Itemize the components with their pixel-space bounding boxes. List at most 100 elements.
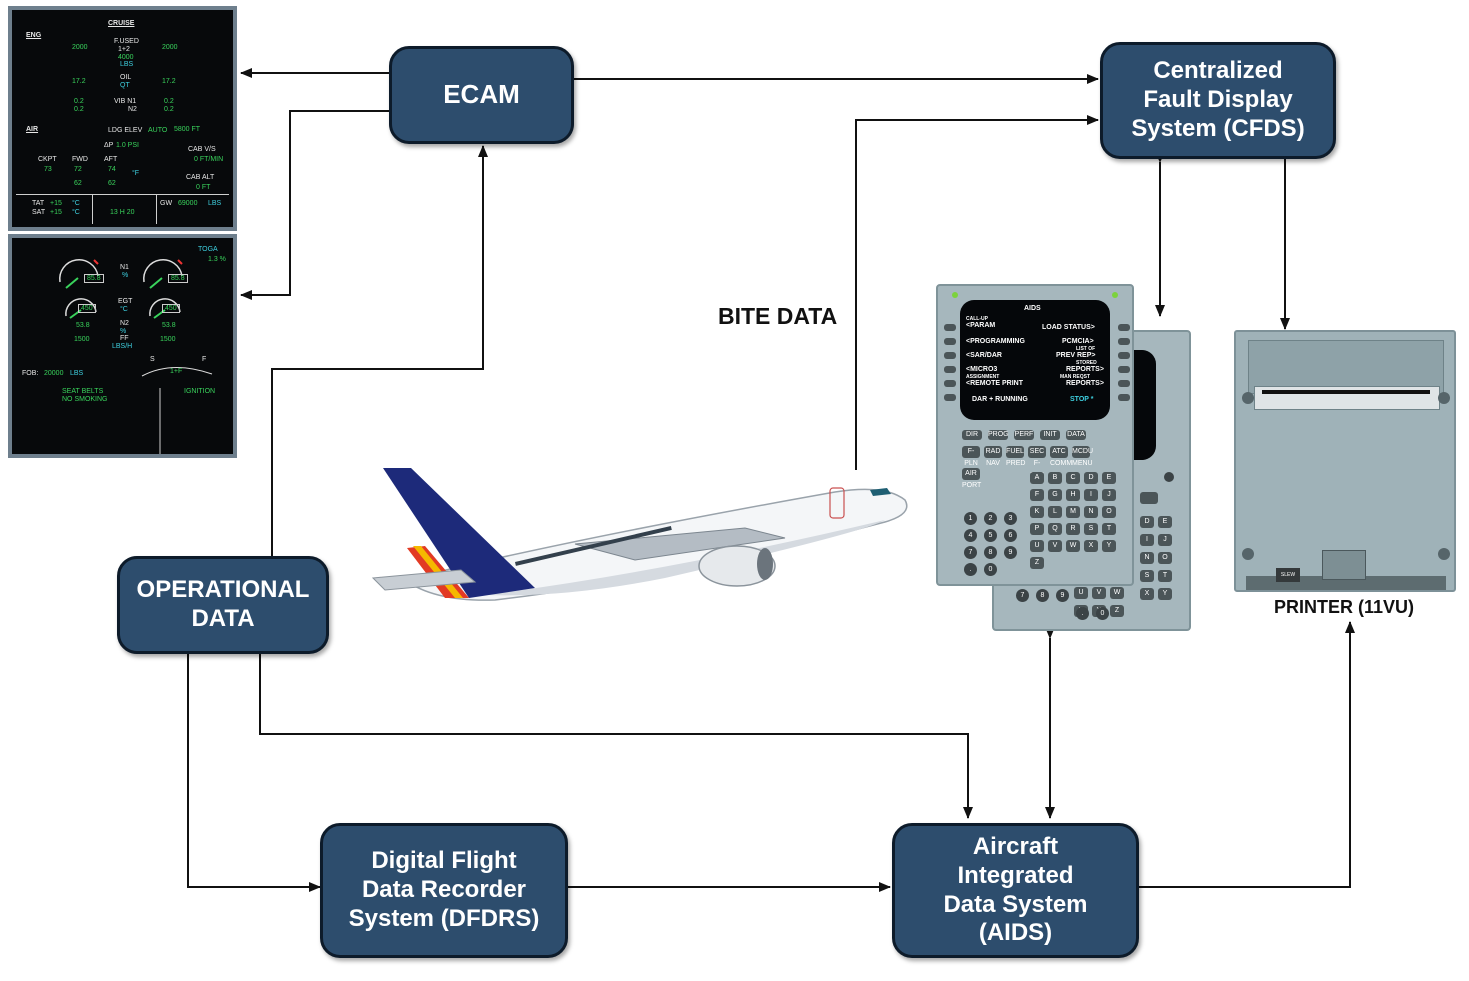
mcdu-lsk-left-5[interactable] [944, 380, 956, 387]
mcdu-back-key-d[interactable]: D [1140, 516, 1154, 528]
egt-right-value: 450 [162, 304, 180, 313]
printer-latch[interactable] [1322, 550, 1366, 580]
mcdu-key-sec-f-pln[interactable]: SEC F-PLN [1028, 446, 1046, 479]
mcdu-lsk-left-6[interactable] [944, 394, 956, 401]
mcdu-key-f[interactable]: F [1030, 489, 1044, 501]
mcdu-back-key-x[interactable]: X [1140, 588, 1154, 600]
fob-value: 20000 [44, 370, 64, 377]
printer-slew-button[interactable]: SLEW [1276, 568, 1300, 582]
mcdu-back-key-o[interactable]: O [1158, 552, 1172, 564]
mcdu-back-digit-0[interactable]: 0 [1096, 607, 1109, 620]
mcdu-back-key-y[interactable]: Y [1158, 588, 1172, 600]
mcdu-key-digit-3[interactable]: 3 [1004, 512, 1017, 525]
n2-unit: % [120, 328, 127, 335]
mcdu-key-data[interactable]: DATA [1066, 430, 1086, 440]
mcdu-back-key-n[interactable]: N [1140, 552, 1154, 564]
mcdu-key-u[interactable]: U [1030, 540, 1044, 552]
mcdu-lsk-right-6[interactable] [1118, 394, 1130, 401]
mcdu-key-digit-dot[interactable]: . [964, 563, 977, 576]
mcdu-key-s[interactable]: S [1084, 523, 1098, 535]
mcdu-key-j[interactable]: J [1102, 489, 1116, 501]
mcdu-back-key-t[interactable]: T [1158, 570, 1172, 582]
mcdu-key-h[interactable]: H [1066, 489, 1080, 501]
mcdu-key-digit-9[interactable]: 9 [1004, 546, 1017, 559]
mcdu-lsk-right-3[interactable] [1118, 352, 1130, 359]
mcdu-key-k[interactable]: K [1030, 506, 1044, 518]
mcdu-lsk-right-1[interactable] [1118, 324, 1130, 331]
mcdu-left-6: ASSIGNMENT [966, 374, 1000, 380]
mcdu-key-m[interactable]: M [1066, 506, 1080, 518]
mcdu-key-digit-5[interactable]: 5 [984, 529, 997, 542]
mcdu-key-perf[interactable]: PERF [1014, 430, 1034, 440]
mcdu-key-g[interactable]: G [1048, 489, 1062, 501]
mcdu-lsk-right-2[interactable] [1118, 338, 1130, 345]
mcdu-key-digit-4[interactable]: 4 [964, 529, 977, 542]
mcdu-key-o[interactable]: O [1102, 506, 1116, 518]
mcdu-key-d[interactable]: D [1084, 472, 1098, 484]
slat-label: S [150, 356, 155, 363]
ff-unit: LBS/H [112, 343, 133, 350]
dfdrs-box-label: Digital Flight Data Recorder System (DFD… [348, 847, 540, 932]
mcdu-key-i[interactable]: I [1084, 489, 1098, 501]
mcdu-key-e[interactable]: E [1102, 472, 1116, 484]
mcdu-key-prog[interactable]: PROG [988, 430, 1009, 440]
ecam-dp-value: 1.0 PSI [116, 142, 139, 149]
mcdu-lsk-right-5[interactable] [1118, 380, 1130, 387]
mcdu-lsk-right-4[interactable] [1118, 366, 1130, 373]
mcdu-key-t[interactable]: T [1102, 523, 1116, 535]
mcdu-lsk-left-3[interactable] [944, 352, 956, 359]
n2-right-value: 53.8 [162, 322, 176, 329]
mcdu-key-a[interactable]: A [1030, 472, 1044, 484]
mcdu-key-digit-7[interactable]: 7 [964, 546, 977, 559]
mcdu-back-brt-knob[interactable] [1164, 472, 1174, 482]
mcdu-back-key-s[interactable]: S [1140, 570, 1154, 582]
mcdu-key-z[interactable]: Z [1030, 557, 1044, 569]
mcdu-key-r[interactable]: R [1066, 523, 1080, 535]
mcdu-back-key-bottom-z[interactable]: Z [1110, 605, 1124, 617]
mcdu-key-f-pln[interactable]: F-PLN [962, 446, 980, 467]
mcdu-back-key-bottom-w[interactable]: W [1110, 587, 1124, 599]
mcdu-lsk-left-2[interactable] [944, 338, 956, 345]
mcdu-key-digit-0[interactable]: 0 [984, 563, 997, 576]
mcdu-key-digit-8[interactable]: 8 [984, 546, 997, 559]
mcdu-key-init[interactable]: INIT [1040, 430, 1060, 440]
n1-unit: % [122, 272, 129, 279]
mcdu-key-air-port[interactable]: AIR PORT [962, 468, 982, 489]
mcdu-key-y[interactable]: Y [1102, 540, 1116, 552]
mcdu-back-key-bottom-u[interactable]: U [1074, 587, 1088, 599]
mcdu-key-mcdu-menu[interactable]: MCDU MENU [1072, 446, 1093, 467]
mcdu-key-l[interactable]: L [1048, 506, 1062, 518]
mcdu-key-p[interactable]: P [1030, 523, 1044, 535]
mcdu-back-digit-9[interactable]: 9 [1056, 589, 1069, 602]
mcdu-back-key-i[interactable]: I [1140, 534, 1154, 546]
mcdu-key-x[interactable]: X [1084, 540, 1098, 552]
ecam-temp-fwd-2: 62 [74, 180, 82, 187]
mcdu-key-digit-6[interactable]: 6 [1004, 529, 1017, 542]
mcdu-key-c[interactable]: C [1066, 472, 1080, 484]
mcdu-key-v[interactable]: V [1048, 540, 1062, 552]
mcdu-back-digit-dot[interactable]: . [1076, 607, 1089, 620]
mcdu-key-digit-1[interactable]: 1 [964, 512, 977, 525]
mcdu-back-key-j[interactable]: J [1158, 534, 1172, 546]
mcdu-key-dir[interactable]: DIR [962, 430, 982, 440]
mcdu-key-fuel-pred[interactable]: FUEL PRED [1006, 446, 1026, 467]
mcdu-back-digit-7[interactable]: 7 [1016, 589, 1029, 602]
mcdu-lsk-left-1[interactable] [944, 324, 956, 331]
ecam-divider-v2 [156, 194, 157, 224]
mcdu-back-key-bottom-v[interactable]: V [1092, 587, 1106, 599]
mcdu-back-key-e[interactable]: E [1158, 516, 1172, 528]
mcdu-key-n[interactable]: N [1084, 506, 1098, 518]
mcdu-back-key-data[interactable] [1140, 492, 1158, 504]
operational-data-box: OPERATIONAL DATA [117, 556, 329, 654]
mcdu-back-digit-8[interactable]: 8 [1036, 589, 1049, 602]
mcdu-lsk-left-4[interactable] [944, 366, 956, 373]
ecam-sat-label: SAT [32, 209, 46, 216]
ecam-aft-label: AFT [104, 156, 118, 163]
mcdu-key-atc-comm[interactable]: ATC COMM [1050, 446, 1073, 467]
ecam-air-label: AIR [26, 126, 39, 133]
mcdu-key-digit-2[interactable]: 2 [984, 512, 997, 525]
mcdu-key-w[interactable]: W [1066, 540, 1080, 552]
mcdu-key-q[interactable]: Q [1048, 523, 1062, 535]
mcdu-key-rad-nav[interactable]: RAD NAV [984, 446, 1002, 467]
mcdu-key-b[interactable]: B [1048, 472, 1062, 484]
